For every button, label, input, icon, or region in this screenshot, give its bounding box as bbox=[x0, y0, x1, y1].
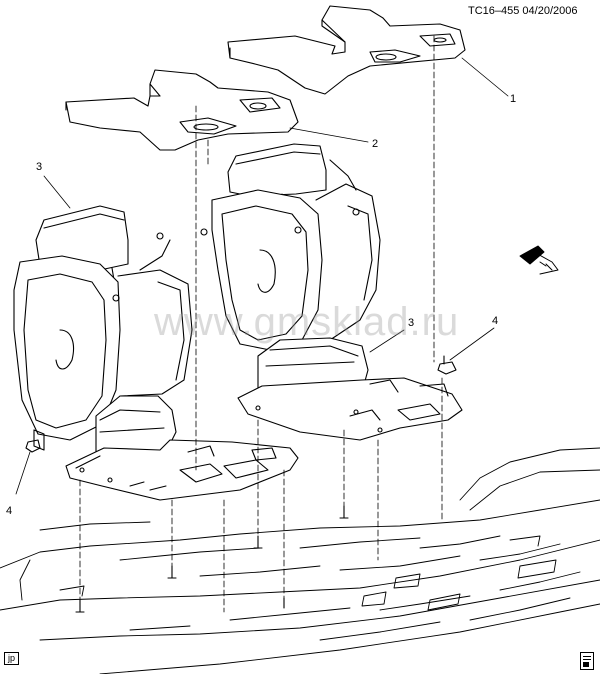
front-direction-arrow-icon bbox=[519, 245, 559, 275]
callout-leaders bbox=[15, 57, 509, 495]
seat-cover-panel-1 bbox=[227, 5, 466, 95]
callout-1: 1 bbox=[510, 93, 517, 105]
left-seat-mounting-plate bbox=[65, 439, 299, 501]
callout-4-right: 4 bbox=[492, 315, 499, 327]
right-seat-mounting-plate bbox=[237, 377, 463, 441]
vehicle-floor-panel bbox=[0, 447, 600, 675]
callout-3-left: 3 bbox=[36, 161, 43, 173]
nut-fastener-right bbox=[437, 355, 457, 375]
nut-fastener-left bbox=[25, 439, 41, 453]
right-seat-assembly bbox=[200, 143, 381, 413]
document-icon bbox=[580, 652, 594, 670]
watermark-text: www.gmsklad.ru bbox=[154, 300, 460, 344]
footer-tag: jp bbox=[4, 652, 20, 665]
alignment-lines bbox=[79, 35, 443, 613]
callout-4-left: 4 bbox=[6, 505, 13, 517]
seat-cover-panel-2 bbox=[65, 69, 299, 151]
floor-studs bbox=[75, 505, 349, 613]
callout-3-right: 3 bbox=[408, 317, 415, 329]
callout-2: 2 bbox=[372, 138, 379, 150]
drawing-id-label: TC16–455 04/20/2006 bbox=[468, 5, 578, 17]
